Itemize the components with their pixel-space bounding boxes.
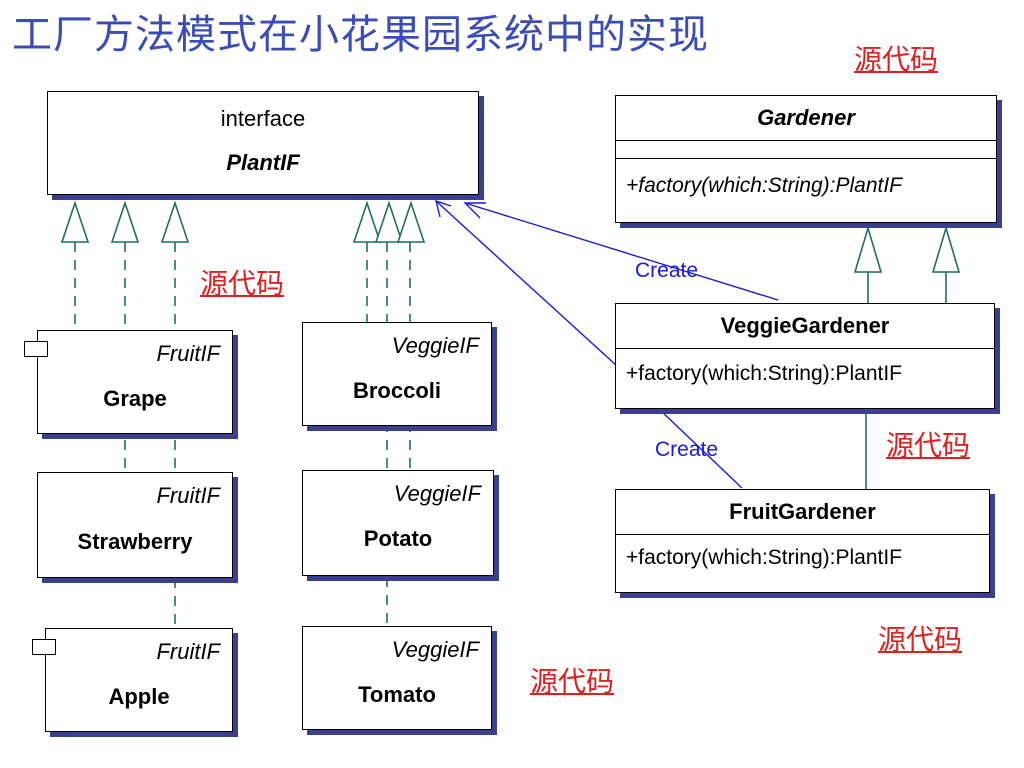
fruit-gardener-class-name: FruitGardener (616, 490, 989, 535)
create-label-veggie: Create (635, 259, 699, 282)
source-code-link-veggies[interactable]: 源代码 (530, 665, 615, 698)
realization-arrowhead (352, 200, 382, 243)
page-title: 工厂方法模式在小花果园系统中的实现 (12, 12, 709, 58)
gardener-operation: +factory(which:String):PlantIF (626, 174, 903, 197)
tomato-stereotype: VeggieIF (391, 637, 479, 662)
broccoli-stereotype: VeggieIF (391, 333, 479, 358)
component-tab-icon (24, 341, 48, 357)
veggie-gardener-operation: +factory(which:String):PlantIF (626, 362, 903, 385)
apple-class-name: Apple (108, 684, 170, 709)
veggie-gardener-class-name: VeggieGardener (616, 304, 994, 349)
apple-class-box: FruitIF Apple (32, 628, 233, 732)
veggie-gardener-class-box: VeggieGardener +factory(which:String):Pl… (615, 303, 995, 409)
realization-arrowhead (396, 200, 426, 243)
generalization-arrowhead (931, 225, 961, 273)
grape-stereotype: FruitIF (156, 341, 220, 366)
source-code-link-fruit-gardener[interactable]: 源代码 (878, 623, 963, 656)
strawberry-class-name: Strawberry (77, 529, 193, 554)
realization-arrowhead (374, 200, 404, 243)
potato-class-box: VeggieIF Potato (302, 470, 494, 576)
tomato-class-name: Tomato (358, 682, 436, 707)
broccoli-class-box: VeggieIF Broccoli (302, 322, 492, 426)
source-code-link-plant[interactable]: 源代码 (200, 267, 285, 300)
create-dependency-arrowhead (435, 199, 452, 218)
strawberry-stereotype: FruitIF (156, 483, 220, 508)
gardener-class-name: Gardener (616, 96, 996, 141)
create-dependency-line (435, 200, 618, 367)
broccoli-class-name: Broccoli (352, 378, 442, 403)
create-label-fruit: Create (655, 438, 719, 461)
fruit-gardener-class-box: FruitGardener +factory(which:String):Pla… (615, 489, 990, 593)
strawberry-class-box: FruitIF Strawberry (37, 472, 233, 578)
apple-stereotype: FruitIF (156, 639, 220, 664)
potato-class-name: Potato (363, 526, 433, 551)
generalization-arrowhead (853, 225, 883, 273)
create-dependency-arrowhead (463, 202, 486, 219)
grape-class-box: FruitIF Grape (24, 330, 233, 434)
fruit-gardener-operation: +factory(which:String):PlantIF (626, 546, 903, 569)
component-tab-icon (32, 639, 56, 655)
realization-arrowhead (110, 200, 140, 243)
realization-arrowhead (60, 200, 90, 243)
realization-arrowhead (160, 200, 190, 243)
interface-name: PlantIF (226, 150, 300, 175)
tomato-class-box: VeggieIF Tomato (302, 626, 492, 730)
potato-stereotype: VeggieIF (393, 481, 481, 506)
plant-interface-box: interface PlantIF (47, 91, 479, 195)
interface-stereotype: interface (220, 106, 306, 131)
class-divider (616, 158, 996, 159)
create-dependency-line (464, 202, 779, 301)
create-dependency-line (659, 409, 743, 489)
gardener-class-box: Gardener +factory(which:String):PlantIF (615, 95, 997, 223)
source-code-link-gardener[interactable]: 源代码 (854, 43, 939, 76)
source-code-link-veggie-gardener[interactable]: 源代码 (886, 429, 971, 462)
grape-class-name: Grape (103, 386, 167, 411)
